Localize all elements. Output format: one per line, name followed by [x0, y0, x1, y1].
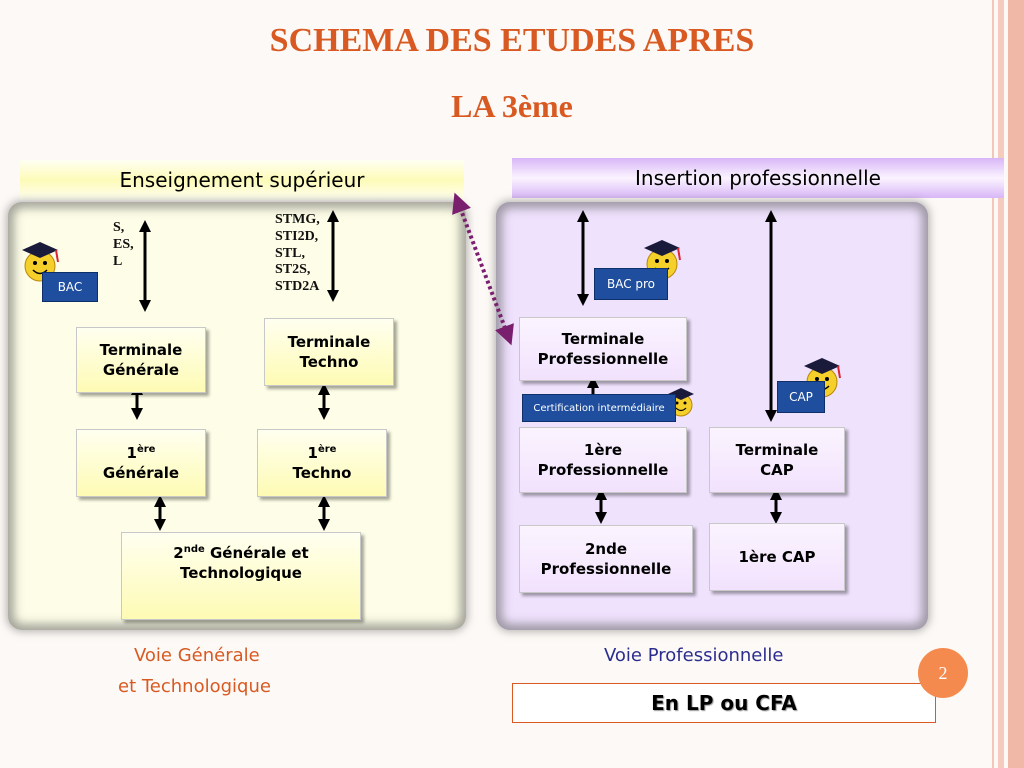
- premiere-superscript: ère: [136, 443, 156, 455]
- seconde-superscript: nde: [183, 544, 205, 555]
- banner-enseignement-superieur: Enseignement supérieur: [20, 160, 464, 200]
- banner-label: Insertion professionnelle: [635, 166, 881, 190]
- bac-badge: BAC: [42, 272, 98, 302]
- bac-pro-badge: BAC pro: [594, 268, 668, 300]
- lp-cfa-label: En LP ou CFA: [651, 691, 797, 715]
- banner-label: Enseignement supérieur: [119, 168, 365, 192]
- certification-label: Certification intermédiaire: [533, 402, 665, 414]
- premiere-techno-label: Techno: [292, 464, 352, 482]
- terminale-generale-box: Terminale Générale: [76, 327, 206, 393]
- caption-et-technologique: et Technologique: [118, 676, 271, 697]
- premiere-superscript: ère: [317, 443, 337, 455]
- bac-badge-label: BAC: [57, 280, 83, 294]
- cap-badge: CAP: [777, 381, 825, 413]
- dotted-arrow-passerelle: [452, 192, 514, 346]
- seconde-number: 2: [173, 544, 184, 562]
- terminale-cap-box: Terminale CAP: [709, 427, 845, 493]
- decorative-stripes: [982, 0, 1024, 768]
- cap-badge-label: CAP: [789, 390, 813, 404]
- seconde-generale-technologique-box: 2nde Générale et Technologique: [121, 532, 361, 620]
- premiere-cap-box: 1ère CAP: [709, 523, 845, 591]
- banner-insertion-professionnelle: Insertion professionnelle: [512, 158, 1004, 198]
- seconde-label-part1: Générale et: [204, 544, 309, 562]
- premiere-generale-box: 1ère Générale: [76, 429, 206, 497]
- bac-general-series: S, ES, L: [113, 220, 134, 269]
- premiere-professionnelle-box: 1ère Professionnelle: [519, 427, 687, 493]
- page-title: SCHEMA DES ETUDES APRES: [269, 22, 755, 59]
- premiere-generale-label: Générale: [102, 464, 180, 482]
- seconde-professionnelle-box: 2nde Professionnelle: [519, 525, 693, 593]
- lp-cfa-box: En LP ou CFA: [512, 683, 936, 723]
- certification-intermediaire-badge: Certification intermédiaire: [522, 394, 676, 422]
- caption-voie-generale: Voie Générale: [134, 645, 260, 666]
- page-number: 2: [938, 662, 948, 683]
- premiere-number: 1: [307, 443, 318, 462]
- terminale-professionnelle-box: Terminale Professionnelle: [519, 317, 687, 381]
- bac-pro-badge-label: BAC pro: [606, 277, 656, 291]
- caption-voie-professionnelle: Voie Professionnelle: [604, 645, 784, 666]
- page-subtitle: LA 3ème: [451, 88, 573, 124]
- page-number-badge: 2: [918, 648, 968, 698]
- terminale-techno-box: Terminale Techno: [264, 318, 394, 386]
- seconde-label-part2: Technologique: [180, 564, 302, 583]
- bac-techno-series: STMG, STI2D, STL, ST2S, STD2A: [275, 212, 320, 295]
- premiere-number: 1: [126, 443, 137, 462]
- premiere-techno-box: 1ère Techno: [257, 429, 387, 497]
